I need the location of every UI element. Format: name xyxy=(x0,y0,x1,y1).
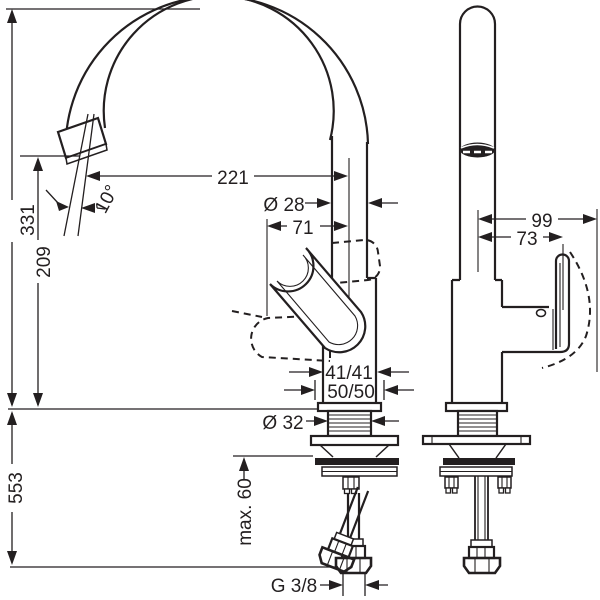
side-handle xyxy=(502,251,592,369)
supply-hose-angled xyxy=(318,486,370,574)
spout-aerator-band xyxy=(65,142,108,166)
dim-under-counter: 553 xyxy=(6,411,27,565)
spout-inner-arc xyxy=(102,0,335,141)
hose-nut-angled xyxy=(318,545,356,574)
dim-handle-reach: 73 xyxy=(478,229,564,310)
side-shank-threads xyxy=(458,414,497,432)
dim-hose-thread: G 3/8 xyxy=(271,572,388,597)
reference-lines xyxy=(6,8,338,568)
gasket xyxy=(315,458,399,465)
dim-handle-swing-reach-label: 99 xyxy=(531,211,552,232)
dim-hose-thread-label: G 3/8 xyxy=(271,576,317,597)
base-flange xyxy=(316,401,383,413)
dim-body-width: 41/41 xyxy=(289,363,409,384)
dimensions: 331 209 553 221 10° xyxy=(6,9,598,597)
mounting-skirt xyxy=(319,444,390,458)
hose-nut xyxy=(334,556,373,575)
dim-max-counter-thickness-label: max. 60 xyxy=(235,478,256,546)
dim-spout-angle-label: 10° xyxy=(91,182,123,217)
handle-lever xyxy=(269,247,367,354)
dim-body-width-label: 41/41 xyxy=(325,363,373,384)
dim-handle-front-offset: 71 xyxy=(266,218,348,316)
clamp-nut-lines xyxy=(347,477,355,489)
dim-max-counter-thickness: max. 60 xyxy=(233,455,313,546)
dim-pipe-diameter-label: Ø 28 xyxy=(263,195,304,216)
dim-total-height-label: 331 xyxy=(18,204,39,236)
side-gasket xyxy=(443,458,515,465)
angle-reference-lines xyxy=(63,113,95,237)
handle-swing-arc-dashed xyxy=(541,251,592,369)
side-mounting-skirt xyxy=(448,443,507,459)
dim-spout-height: 209 xyxy=(33,157,55,407)
dim-shank-diameter-label: Ø 32 xyxy=(262,413,303,434)
dim-spout-height-label: 209 xyxy=(34,246,55,278)
side-plate-ends xyxy=(431,436,522,444)
dim-total-height: 331 xyxy=(7,9,39,407)
aerator-highlight xyxy=(460,143,495,149)
dim-base-width-label: 50/50 xyxy=(327,382,375,403)
handle-swing-up-dashed xyxy=(331,238,382,284)
dim-spout-reach-label: 221 xyxy=(217,168,249,189)
dim-handle-reach-label: 73 xyxy=(516,229,537,250)
dim-spout-reach: 221 xyxy=(86,168,348,189)
mounting-plate xyxy=(309,434,400,447)
spout-outer-arc xyxy=(64,0,370,159)
handle-swing-down-dashed xyxy=(231,310,331,362)
clamp-tab-left xyxy=(343,488,351,495)
side-nut-left xyxy=(444,476,459,489)
side-view xyxy=(421,5,592,575)
side-base-flange xyxy=(444,401,509,413)
dim-under-counter-label: 553 xyxy=(6,472,27,504)
dim-handle-front-offset-label: 71 xyxy=(292,218,313,239)
rod-nut xyxy=(462,556,502,575)
side-column xyxy=(450,5,504,403)
dim-base-width: 50/50 xyxy=(284,380,414,403)
side-mounting-plate xyxy=(421,434,532,446)
dim-handle-swing-reach: 99 xyxy=(478,209,598,372)
handle-lever-inner-line xyxy=(276,254,359,346)
dim-shank-diameter: Ø 32 xyxy=(262,413,399,434)
handle-pin xyxy=(535,308,547,318)
front-view xyxy=(56,0,400,575)
shank-threads xyxy=(328,414,371,432)
dim-pipe-diameter: Ø 28 xyxy=(263,195,398,216)
clamp-nut xyxy=(342,476,360,490)
side-nut-right xyxy=(497,476,512,489)
threaded-rod xyxy=(462,476,502,575)
